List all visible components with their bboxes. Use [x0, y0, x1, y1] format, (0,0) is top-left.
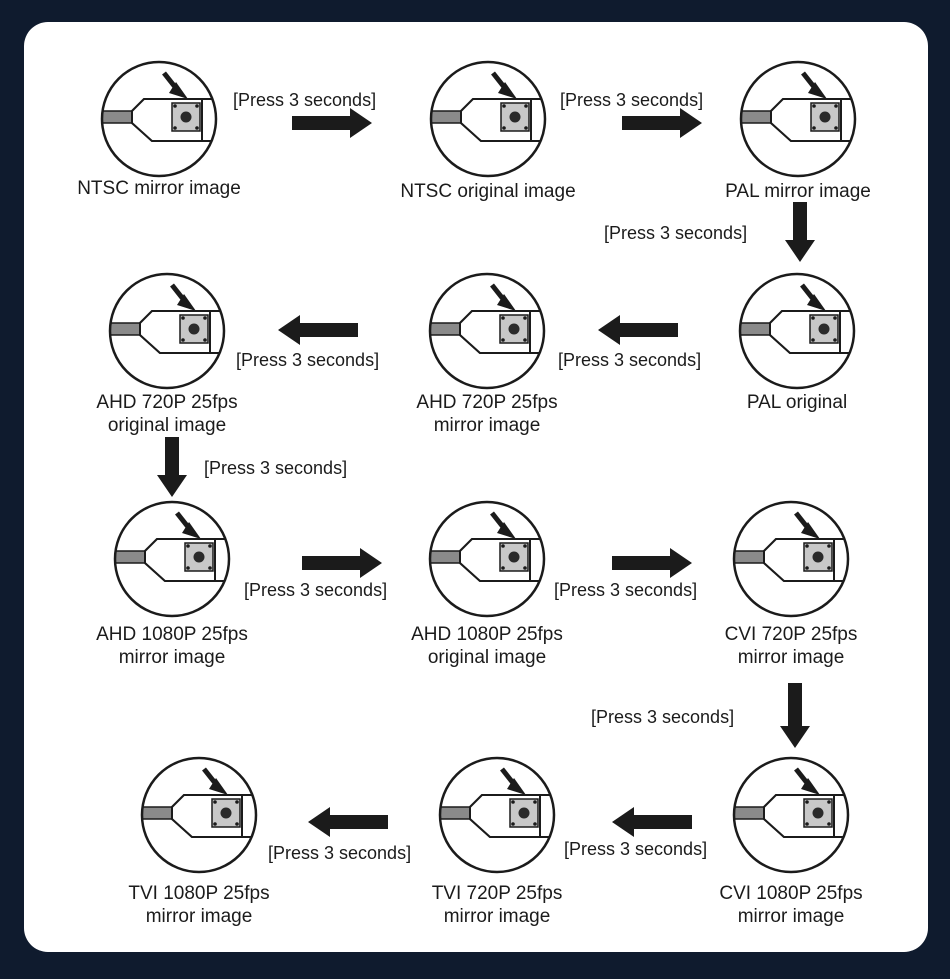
node-caption: NTSC mirror image: [44, 177, 274, 200]
press-label: [Press 3 seconds]: [558, 350, 702, 370]
caption-line: mirror image: [145, 906, 253, 927]
caption-line: NTSC mirror image: [77, 178, 241, 199]
node-caption: NTSC original image: [373, 180, 603, 203]
arrow-left-icon: [612, 807, 692, 837]
caption-line: mirror image: [118, 647, 226, 668]
caption-line: original image: [107, 415, 227, 436]
press-label: [Press 3 seconds]: [233, 90, 377, 110]
button-board-icon: [739, 60, 857, 178]
button-board-icon: [438, 756, 556, 874]
caption-line: AHD 1080P 25fps: [411, 624, 563, 645]
arrow-left-icon: [308, 807, 388, 837]
caption-line: mirror image: [433, 415, 541, 436]
caption-line: mirror image: [737, 906, 845, 927]
caption-line: PAL mirror image: [725, 181, 871, 202]
arrow-down-icon: [785, 202, 815, 262]
press-label: [Press 3 seconds]: [560, 90, 704, 110]
button-board-icon: [732, 756, 850, 874]
press-label: [Press 3 seconds]: [564, 839, 708, 859]
button-board-icon: [732, 500, 850, 618]
arrow-left-icon: [598, 315, 678, 345]
caption-line: NTSC original image: [400, 181, 576, 202]
press-label: [Press 3 seconds]: [554, 580, 698, 600]
button-board-icon: [108, 272, 226, 390]
press-label: [Press 3 seconds]: [244, 580, 388, 600]
button-board-icon: [428, 272, 546, 390]
arrow-left-icon: [278, 315, 358, 345]
node-caption: PAL original: [682, 391, 912, 414]
caption-line: CVI 720P 25fps: [724, 624, 858, 645]
arrow-right-icon: [302, 548, 382, 578]
arrow-right-icon: [292, 108, 372, 138]
press-label: [Press 3 seconds]: [236, 350, 380, 370]
node-caption: PAL mirror image: [683, 180, 913, 203]
caption-line: CVI 1080P 25fps: [719, 883, 863, 904]
arrow-down-icon: [780, 683, 810, 748]
press-label: [Press 3 seconds]: [604, 223, 748, 243]
button-board-icon: [429, 60, 547, 178]
press-label: [Press 3 seconds]: [204, 458, 348, 478]
button-board-icon: [738, 272, 856, 390]
arrow-down-icon: [157, 437, 187, 497]
caption-line: TVI 720P 25fps: [431, 883, 563, 904]
caption-line: PAL original: [746, 392, 848, 413]
caption-line: original image: [427, 647, 547, 668]
caption-line: AHD 1080P 25fps: [96, 624, 248, 645]
button-board-icon: [100, 60, 218, 178]
press-label: [Press 3 seconds]: [268, 843, 412, 863]
caption-line: TVI 1080P 25fps: [128, 883, 270, 904]
arrow-right-icon: [612, 548, 692, 578]
button-board-icon: [113, 500, 231, 618]
caption-line: mirror image: [443, 906, 551, 927]
caption-line: AHD 720P 25fps: [96, 392, 238, 413]
button-board-icon: [140, 756, 258, 874]
arrow-right-icon: [622, 108, 702, 138]
press-label: [Press 3 seconds]: [591, 707, 735, 727]
caption-line: mirror image: [737, 647, 845, 668]
caption-line: AHD 720P 25fps: [416, 392, 558, 413]
button-board-icon: [428, 500, 546, 618]
